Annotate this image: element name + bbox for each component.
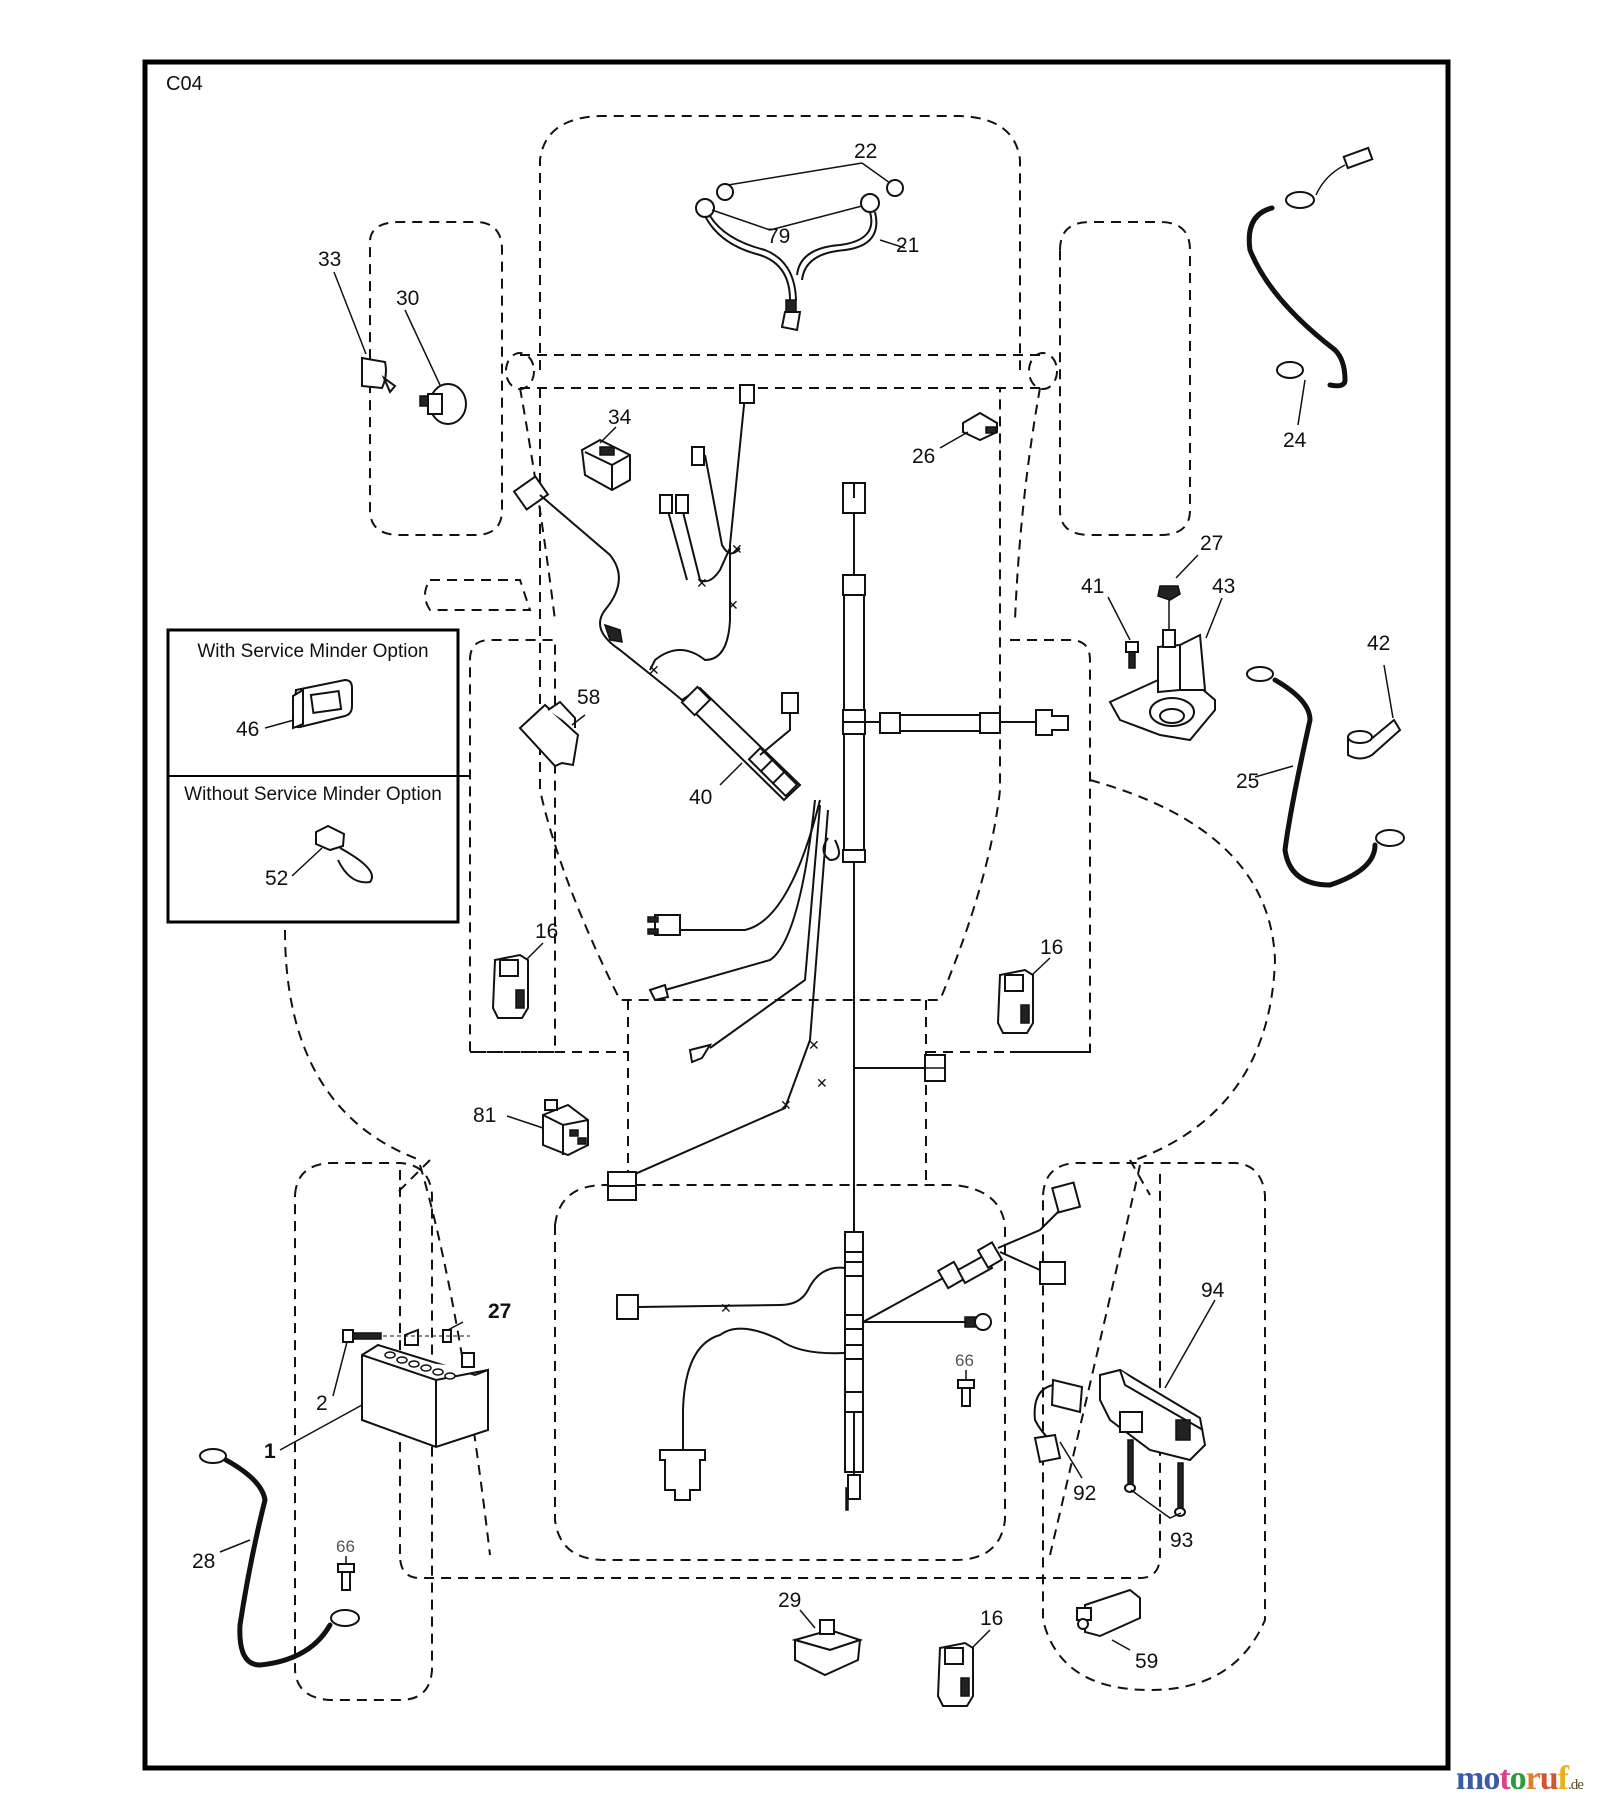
callout-16-left: 16 bbox=[535, 920, 558, 943]
callout-66-center: 66 bbox=[955, 1351, 974, 1370]
svg-text:✕: ✕ bbox=[808, 1037, 820, 1053]
headlight-harness-icon bbox=[695, 179, 904, 332]
ground-cable-24-icon bbox=[1246, 146, 1374, 389]
svg-text:✕: ✕ bbox=[727, 597, 739, 613]
callout-34: 34 bbox=[608, 406, 632, 429]
watermark-letter: m bbox=[1456, 1760, 1484, 1797]
callout-66-left: 66 bbox=[336, 1537, 355, 1556]
watermark-letter: o bbox=[1483, 1760, 1500, 1797]
main-wire-harness: ✕ ✕ ✕ ✕ ✕ ✕ bbox=[512, 384, 1069, 1235]
svg-text:✕: ✕ bbox=[696, 575, 708, 591]
pto-switch-29-icon bbox=[791, 1619, 864, 1677]
callout-40: 40 bbox=[689, 786, 712, 809]
ignition-key-icon bbox=[361, 356, 397, 394]
svg-text:✕: ✕ bbox=[780, 1097, 792, 1113]
callout-30: 30 bbox=[396, 287, 419, 310]
watermark-letter: u bbox=[1539, 1760, 1559, 1797]
sheet-code: C04 bbox=[166, 73, 203, 95]
motoruf-watermark: motoruf.de bbox=[1456, 1760, 1584, 1798]
svg-text:✕: ✕ bbox=[648, 662, 660, 678]
watermark-letter: f bbox=[1557, 1760, 1569, 1797]
svg-text:✕: ✕ bbox=[816, 1075, 828, 1091]
callout-26: 26 bbox=[912, 445, 935, 468]
battery-icon bbox=[342, 1328, 489, 1449]
bolt-41-icon bbox=[1125, 641, 1139, 669]
callout-1: 1 bbox=[264, 1440, 276, 1463]
callout-52: 52 bbox=[265, 867, 288, 890]
watermark-tld: .de bbox=[1568, 1777, 1584, 1793]
solenoid-icon bbox=[1108, 585, 1216, 742]
callout-24: 24 bbox=[1283, 429, 1307, 452]
svg-text:✕: ✕ bbox=[720, 1300, 732, 1316]
callout-58: 58 bbox=[577, 686, 600, 709]
starter-cable-25-icon bbox=[1246, 666, 1405, 888]
watermark-letter: r bbox=[1525, 1760, 1541, 1797]
svg-text:✕: ✕ bbox=[731, 541, 743, 557]
callout-33: 33 bbox=[318, 248, 341, 271]
callout-16-right: 16 bbox=[1040, 936, 1063, 959]
callout-59: 59 bbox=[1135, 1650, 1158, 1673]
diagram-frame bbox=[142, 59, 1451, 1771]
with-service-minder-title: With Service Minder Option bbox=[197, 641, 428, 662]
ignition-switch-icon bbox=[419, 383, 467, 425]
rocker-switch-icon bbox=[580, 438, 631, 492]
fuse-icon bbox=[962, 411, 998, 442]
screw-66-center-icon bbox=[957, 1370, 975, 1407]
callout-28: 28 bbox=[192, 1550, 215, 1573]
callout-27-battery: 27 bbox=[488, 1300, 511, 1323]
terminal-boot-42-icon bbox=[1347, 718, 1402, 760]
callout-21: 21 bbox=[896, 234, 919, 257]
callout-27-solenoid: 27 bbox=[1200, 532, 1223, 555]
interlock-switch-16-bottom-icon bbox=[936, 1641, 974, 1707]
jumper-plug-icon bbox=[315, 824, 373, 884]
fuel-gauge-58-icon bbox=[518, 700, 580, 768]
rear-harness: ✕ bbox=[616, 1181, 1082, 1511]
watermark-letter: t bbox=[1499, 1760, 1510, 1797]
diode-module-59-icon bbox=[1076, 1588, 1141, 1638]
callout-93: 93 bbox=[1170, 1529, 1193, 1552]
harness-adapter-92-icon bbox=[1033, 1378, 1084, 1464]
interlock-switch-16-left-icon bbox=[491, 953, 529, 1019]
pto-module-94-icon bbox=[1099, 1368, 1207, 1462]
callout-46: 46 bbox=[236, 718, 259, 741]
service-minder-icon bbox=[291, 678, 353, 730]
without-service-minder-title: Without Service Minder Option bbox=[184, 784, 442, 805]
callout-29: 29 bbox=[778, 1589, 801, 1612]
callout-79: 79 bbox=[767, 225, 790, 248]
callout-81: 81 bbox=[473, 1104, 496, 1127]
service-minder-option-box: With Service Minder Option Without Servi… bbox=[166, 628, 470, 924]
watermark-letter: o bbox=[1509, 1760, 1527, 1797]
callout-41: 41 bbox=[1081, 575, 1104, 598]
battery-cable-28-icon bbox=[199, 1448, 360, 1668]
callout-92: 92 bbox=[1073, 1482, 1096, 1505]
callout-22: 22 bbox=[854, 140, 877, 163]
callout-2: 2 bbox=[316, 1392, 328, 1415]
relay-81-icon bbox=[542, 1099, 589, 1157]
callout-94: 94 bbox=[1201, 1279, 1225, 1302]
interlock-switch-16-right-icon bbox=[996, 968, 1034, 1034]
callout-16-bottom: 16 bbox=[980, 1607, 1003, 1630]
screw-66-left-icon bbox=[337, 1556, 355, 1591]
callout-42: 42 bbox=[1367, 632, 1390, 655]
callout-25: 25 bbox=[1236, 770, 1259, 793]
callout-43: 43 bbox=[1212, 575, 1235, 598]
